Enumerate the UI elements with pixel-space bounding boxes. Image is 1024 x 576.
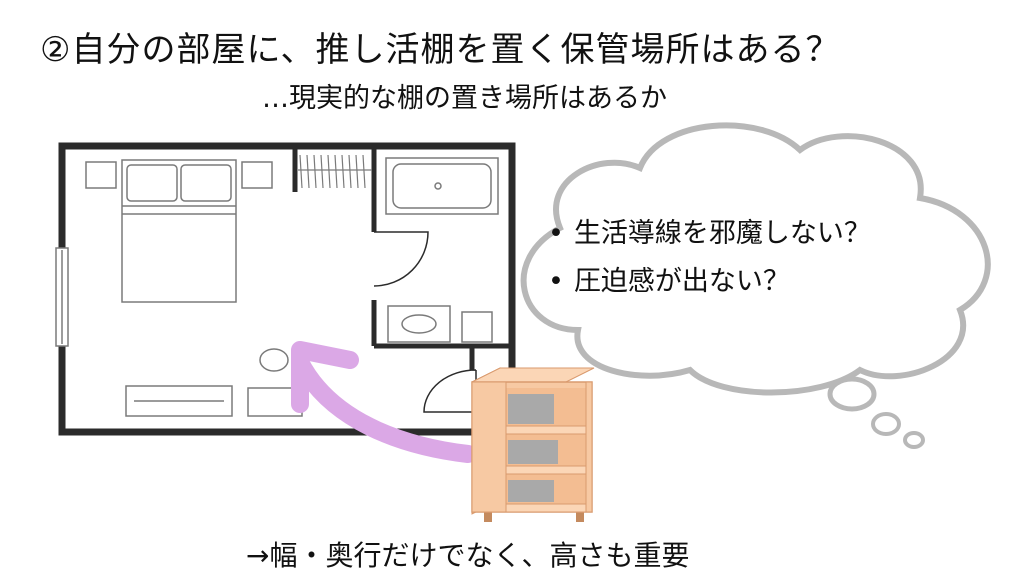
thought-list: 生活導線を邪魔しない？ 圧迫感が出ない？ [548,210,871,306]
bottom-note: →幅・奥行だけでなく、高さも重要 [246,539,690,572]
thought-item: 生活導線を邪魔しない？ [548,210,871,258]
entrance-door [423,369,477,413]
shelf-item [508,440,558,464]
cloud-bubble-large [827,376,877,412]
shelf-item [508,480,554,502]
page-title: ②自分の部屋に、推し活棚を置く保管場所はある？ [40,30,841,70]
sink [387,305,451,343]
nightstand-left [85,161,117,189]
bookshelf-icon [471,367,595,522]
toilet [461,311,493,343]
shelf-item [508,394,554,424]
cloud-bubble-medium [871,412,901,436]
curved-arrow [291,341,477,463]
thought-item: 圧迫感が出ない？ [548,258,871,306]
chair [259,348,289,372]
bathtub [385,157,499,215]
outer-wall [58,142,516,436]
page-subtitle: …現実的な棚の置き場所はあるか [262,83,667,114]
dresser [125,385,233,417]
bathroom-door [373,231,429,287]
closet [298,154,372,189]
floor-plan [55,142,516,436]
bed [121,159,237,303]
cloud-bubble-small [903,431,925,449]
nightstand-right [241,161,273,189]
